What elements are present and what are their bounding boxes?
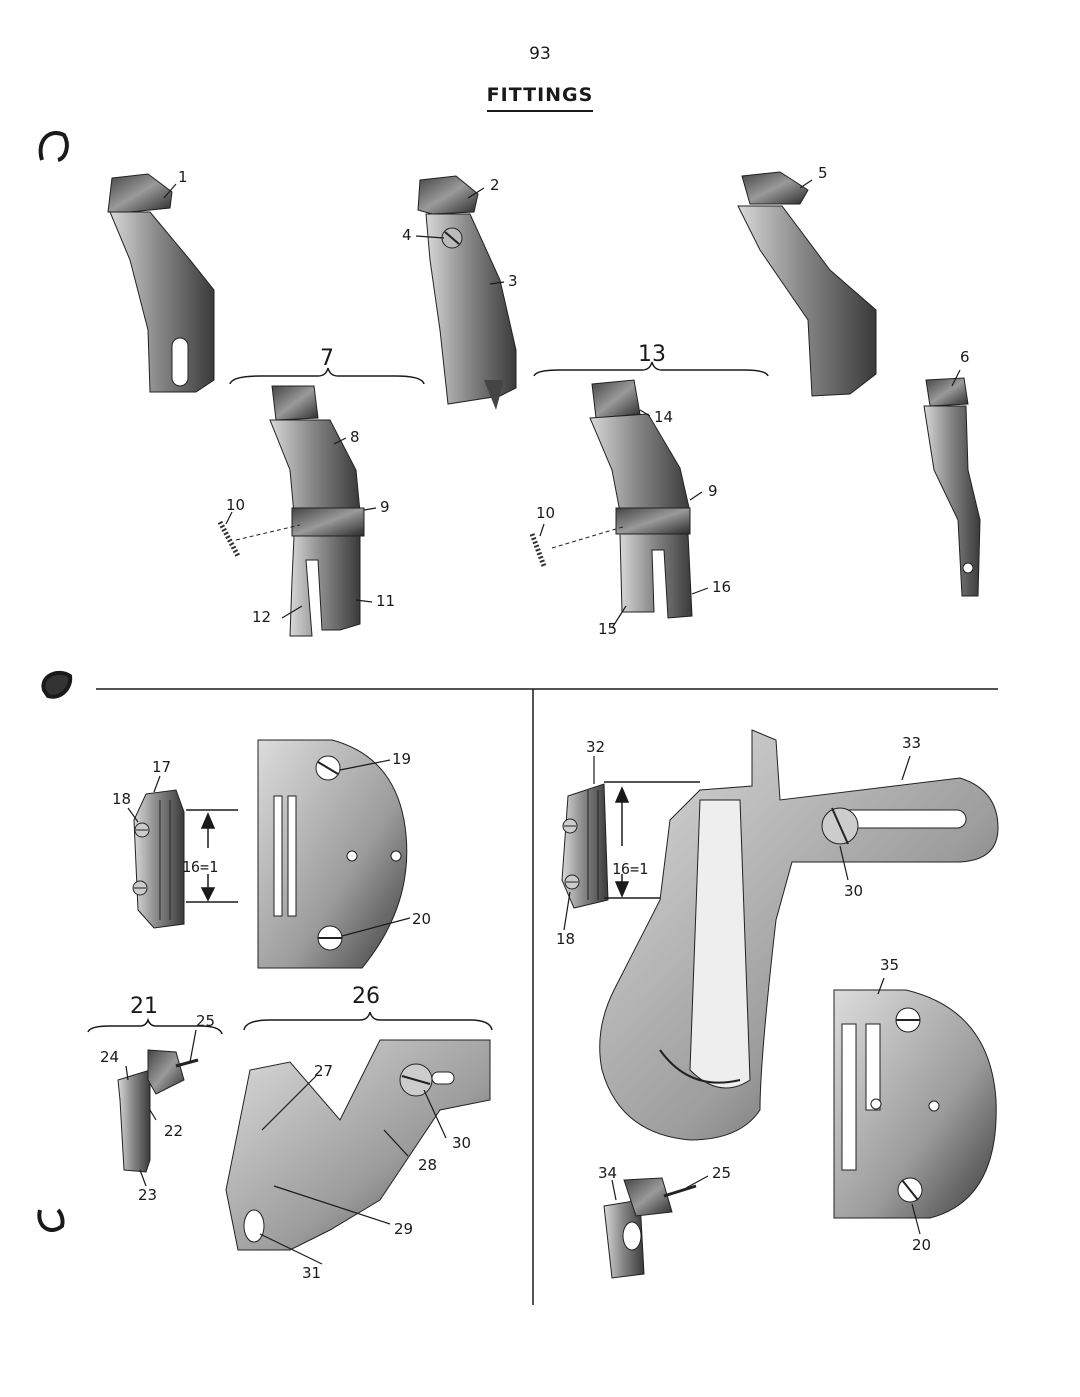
label-2: 2 [490, 176, 500, 194]
label-ratio-b: 16=1 [612, 860, 649, 878]
label-11: 11 [376, 592, 396, 610]
page-title-text: FITTINGS [486, 84, 594, 112]
needle-plate-35 [833, 989, 997, 1219]
label-9a: 9 [380, 498, 390, 516]
label-ratio-a: 16=1 [182, 858, 219, 876]
label-16: 16 [712, 578, 732, 596]
label-22: 22 [164, 1122, 184, 1140]
page-number: 93 [529, 44, 551, 64]
label-9b: 9 [708, 482, 718, 500]
label-23: 23 [138, 1186, 158, 1204]
page-title: FITTINGS [0, 84, 1080, 112]
label-25a: 25 [196, 1012, 216, 1030]
needle-plate-19 [257, 739, 408, 969]
label-18b: 18 [556, 930, 576, 948]
label-18a: 18 [112, 790, 132, 808]
punch-holes [37, 131, 73, 1232]
label-30a: 30 [452, 1134, 472, 1152]
label-4: 4 [402, 226, 412, 244]
label-35: 35 [880, 956, 900, 974]
label-15: 15 [598, 620, 618, 638]
label-12: 12 [252, 608, 272, 626]
label-25b: 25 [712, 1164, 732, 1182]
label-27: 27 [314, 1062, 334, 1080]
presser-foot-1 [107, 173, 215, 393]
label-20a: 20 [412, 910, 432, 928]
hinged-foot-13 [529, 379, 693, 619]
label-29: 29 [394, 1220, 414, 1238]
feed-dog-17 [132, 789, 185, 929]
leader-lines [125, 179, 961, 1265]
scale-arrows-a [186, 809, 238, 903]
label-24: 24 [100, 1048, 120, 1066]
presser-foot-6 [923, 377, 981, 597]
label-1: 1 [178, 168, 188, 186]
attachment-21 [117, 1049, 199, 1173]
label-33: 33 [902, 734, 922, 752]
label-32: 32 [586, 738, 606, 756]
label-30b: 30 [844, 882, 864, 900]
label-14: 14 [654, 408, 674, 426]
label-5: 5 [818, 164, 828, 182]
label-34: 34 [598, 1164, 618, 1182]
label-17: 17 [152, 758, 172, 776]
hinged-foot-7 [217, 385, 365, 637]
group-brackets [87, 361, 769, 1035]
label-10a: 10 [226, 496, 246, 514]
presser-foot-5 [737, 171, 877, 397]
label-26: 26 [352, 984, 380, 1009]
label-10b: 10 [536, 504, 556, 522]
label-13: 13 [638, 342, 666, 367]
hemmer-33 [599, 729, 999, 1141]
label-20b: 20 [912, 1236, 932, 1254]
label-21: 21 [130, 994, 158, 1019]
label-31: 31 [302, 1264, 322, 1282]
presser-foot-2 [417, 175, 517, 410]
attachment-34 [603, 1177, 697, 1279]
label-19: 19 [392, 750, 412, 768]
label-6: 6 [960, 348, 970, 366]
label-3: 3 [508, 272, 518, 290]
label-8: 8 [350, 428, 360, 446]
label-28: 28 [418, 1156, 438, 1174]
label-7: 7 [320, 346, 334, 371]
feed-dog-32 [561, 783, 609, 909]
scale-arrows-b [604, 781, 700, 899]
attachment-26 [225, 1039, 491, 1251]
